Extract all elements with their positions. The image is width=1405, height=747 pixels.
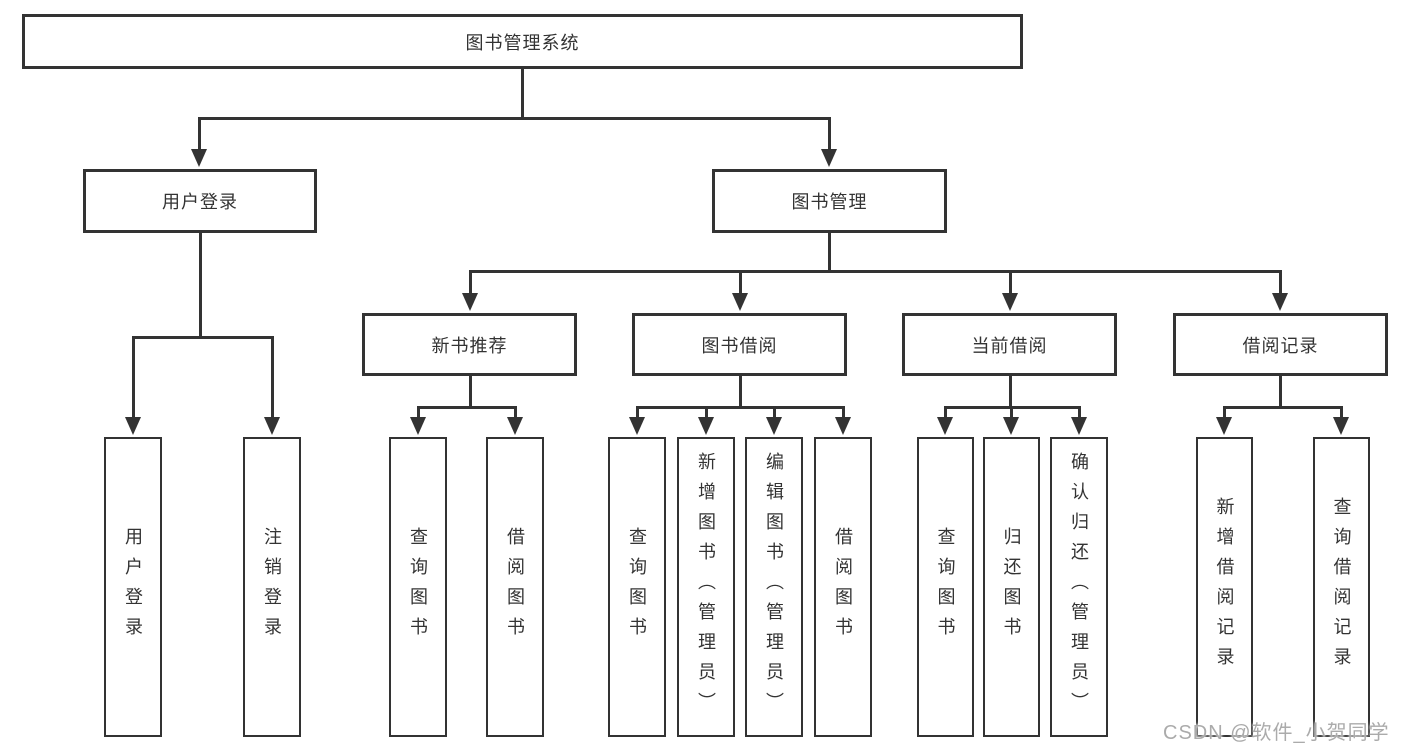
- csdn-watermark: CSDN @软件_小贺同学: [1163, 722, 1390, 744]
- node-label: 新书推荐: [431, 335, 508, 356]
- arrow-down-icon: [1002, 293, 1018, 311]
- leaf-borrow-books-1: 借阅图书: [486, 437, 544, 737]
- connector-line: [270, 337, 274, 418]
- leaf-query-books-2: 查询图书: [608, 437, 666, 737]
- connector-line: [827, 118, 831, 150]
- node-label: 编辑图书（管理员）: [764, 452, 784, 722]
- connector-line: [513, 407, 517, 418]
- node-label: 当前借阅: [971, 335, 1048, 356]
- arrow-down-icon: [698, 417, 714, 435]
- node-current-borrow: 当前借阅: [902, 313, 1117, 376]
- connector-line: [197, 116, 831, 120]
- node-new-book-recommend: 新书推荐: [362, 313, 577, 376]
- connector-line: [468, 271, 472, 294]
- leaf-query-books-1: 查询图书: [389, 437, 447, 737]
- connector-line: [635, 405, 845, 409]
- connector-line: [943, 407, 947, 418]
- leaf-query-books-3: 查询图书: [917, 437, 974, 737]
- leaf-logout: 注销登录: [243, 437, 301, 737]
- arrow-down-icon: [1071, 417, 1087, 435]
- node-label: 图书管理系统: [465, 32, 580, 53]
- node-book-borrow: 图书借阅: [632, 313, 847, 376]
- connector-line: [1008, 271, 1012, 294]
- connector-line: [1222, 405, 1343, 409]
- connector-line: [198, 233, 202, 337]
- connector-line: [841, 407, 845, 418]
- connector-line: [1222, 407, 1226, 418]
- arrow-down-icon: [1333, 417, 1349, 435]
- node-label: 查询图书: [935, 527, 956, 647]
- connector-line: [468, 376, 472, 407]
- node-label: 查询图书: [627, 527, 647, 647]
- connector-line: [416, 405, 517, 409]
- node-label: 图书借阅: [701, 335, 778, 356]
- node-label: 新增图书（管理员）: [696, 452, 716, 722]
- arrow-down-icon: [732, 293, 748, 311]
- arrow-down-icon: [766, 417, 782, 435]
- connector-line: [772, 407, 776, 418]
- node-borrow-records: 借阅记录: [1173, 313, 1388, 376]
- node-book-management: 图书管理: [712, 169, 947, 233]
- leaf-user-login: 用户登录: [104, 437, 162, 737]
- leaf-query-borrow-record: 查询借阅记录: [1313, 437, 1370, 737]
- connector-line: [704, 407, 708, 418]
- arrow-down-icon: [462, 293, 478, 311]
- arrow-down-icon: [191, 149, 207, 167]
- arrow-down-icon: [1003, 417, 1019, 435]
- connector-line: [1278, 271, 1282, 294]
- arrow-down-icon: [937, 417, 953, 435]
- node-label: 新增借阅记录: [1214, 497, 1235, 677]
- leaf-add-borrow-record: 新增借阅记录: [1196, 437, 1253, 737]
- connector-line: [1278, 376, 1282, 407]
- connector-line: [738, 376, 742, 407]
- connector-line: [416, 407, 420, 418]
- node-label: 图书管理: [791, 192, 868, 212]
- arrow-down-icon: [1216, 417, 1232, 435]
- node-label: 用户登录: [162, 192, 238, 212]
- arrow-down-icon: [835, 417, 851, 435]
- connector-line: [131, 335, 274, 339]
- connector-line: [827, 233, 831, 271]
- connector-line: [1008, 376, 1012, 407]
- node-label: 借阅图书: [505, 527, 525, 647]
- leaf-confirm-return-admin: 确认归还（管理员）: [1050, 437, 1108, 737]
- arrow-down-icon: [410, 417, 426, 435]
- node-label: 归还图书: [1001, 527, 1022, 647]
- connector-line: [1339, 407, 1343, 418]
- connector-line: [1009, 407, 1013, 418]
- node-user-login: 用户登录: [83, 169, 317, 233]
- arrow-down-icon: [125, 417, 141, 435]
- connector-line: [131, 337, 135, 418]
- arrow-down-icon: [1272, 293, 1288, 311]
- arrow-down-icon: [821, 149, 837, 167]
- leaf-edit-books-admin: 编辑图书（管理员）: [745, 437, 803, 737]
- node-label: 借阅记录: [1242, 335, 1319, 356]
- arrow-down-icon: [507, 417, 523, 435]
- node-library-management-system: 图书管理系统: [22, 14, 1023, 69]
- node-label: 注销登录: [262, 527, 282, 647]
- connector-line: [520, 69, 524, 118]
- arrow-down-icon: [629, 417, 645, 435]
- connector-line: [468, 269, 1282, 273]
- node-label: 确认归还（管理员）: [1069, 452, 1089, 722]
- connector-line: [738, 271, 742, 294]
- connector-line: [1077, 407, 1081, 418]
- connector-line: [635, 407, 639, 418]
- arrow-down-icon: [264, 417, 280, 435]
- node-label: 借阅图书: [833, 527, 853, 647]
- node-label: 用户登录: [123, 527, 143, 647]
- leaf-return-books: 归还图书: [983, 437, 1040, 737]
- leaf-add-books-admin: 新增图书（管理员）: [677, 437, 735, 737]
- connector-line: [197, 118, 201, 150]
- node-label: 查询图书: [408, 527, 428, 647]
- node-label: 查询借阅记录: [1331, 497, 1352, 677]
- leaf-borrow-books-2: 借阅图书: [814, 437, 872, 737]
